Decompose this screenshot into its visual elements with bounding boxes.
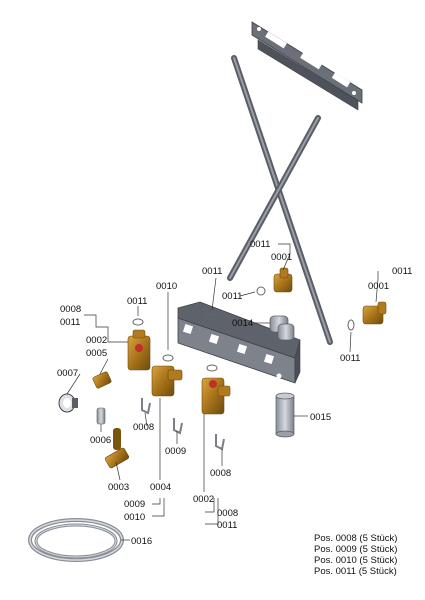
seal-rings (132, 286, 355, 372)
cross-struts (227, 55, 333, 345)
label-0009: 0009 (124, 499, 145, 510)
label-0004: 0004 (150, 482, 171, 493)
quantity-note-0010: Pos. 0010 (5 Stück) (314, 555, 398, 566)
label-0008: 0008 (60, 304, 81, 315)
label-0008: 0008 (217, 508, 238, 519)
label-0010: 0010 (156, 281, 177, 292)
label-0011: 0011 (340, 353, 360, 364)
label-0003: 0003 (108, 482, 129, 493)
valve-0004 (151, 365, 183, 397)
label-0001: 0001 (368, 281, 389, 292)
label-0009: 0009 (165, 446, 186, 457)
quantity-note-0009: Pos. 0009 (5 Stück) (314, 544, 398, 555)
label-0002: 0002 (86, 335, 107, 346)
label-0016: 0016 (131, 536, 152, 547)
label-0010: 0010 (124, 512, 145, 523)
label-0011: 0011 (392, 266, 412, 277)
label-0006: 0006 (90, 435, 111, 446)
label-0001: 0001 (271, 252, 292, 263)
valve-0005 (92, 371, 112, 389)
part-labels: 0011 0001 0011 0011 0011 0001 0011 0014 … (57, 239, 412, 547)
label-0005: 0005 (86, 348, 107, 359)
label-0002: 0002 (193, 494, 214, 505)
valve-0001-right (362, 301, 387, 325)
quantity-note-0008: Pos. 0008 (5 Stück) (314, 533, 398, 544)
label-0008: 0008 (133, 422, 154, 433)
label-0011: 0011 (202, 266, 222, 277)
label-0015: 0015 (310, 412, 331, 423)
label-0011: 0011 (60, 317, 80, 328)
fitting-0006 (96, 407, 106, 425)
quantity-note-0011: Pos. 0011 (5 Stück) (314, 566, 397, 577)
label-0011: 0011 (222, 291, 242, 302)
label-0008: 0008 (210, 468, 231, 479)
valve-0002-right (201, 377, 231, 415)
valve-0001-upper (273, 267, 293, 293)
coiled-tube-0016 (28, 518, 124, 562)
label-0011: 0011 (127, 296, 147, 307)
label-0014: 0014 (232, 318, 253, 329)
label-0007: 0007 (57, 368, 78, 379)
mounting-rail (251, 21, 363, 111)
valve-0002-left (127, 329, 151, 371)
valve-0003 (104, 428, 130, 469)
leader-lines (66, 243, 379, 541)
label-0011: 0011 (250, 239, 270, 250)
gauge-0007 (58, 393, 78, 413)
pipe-0015 (275, 392, 295, 438)
label-0011: 0011 (217, 520, 237, 531)
elbow-0014 (269, 315, 295, 341)
valve-bracket (177, 301, 301, 384)
